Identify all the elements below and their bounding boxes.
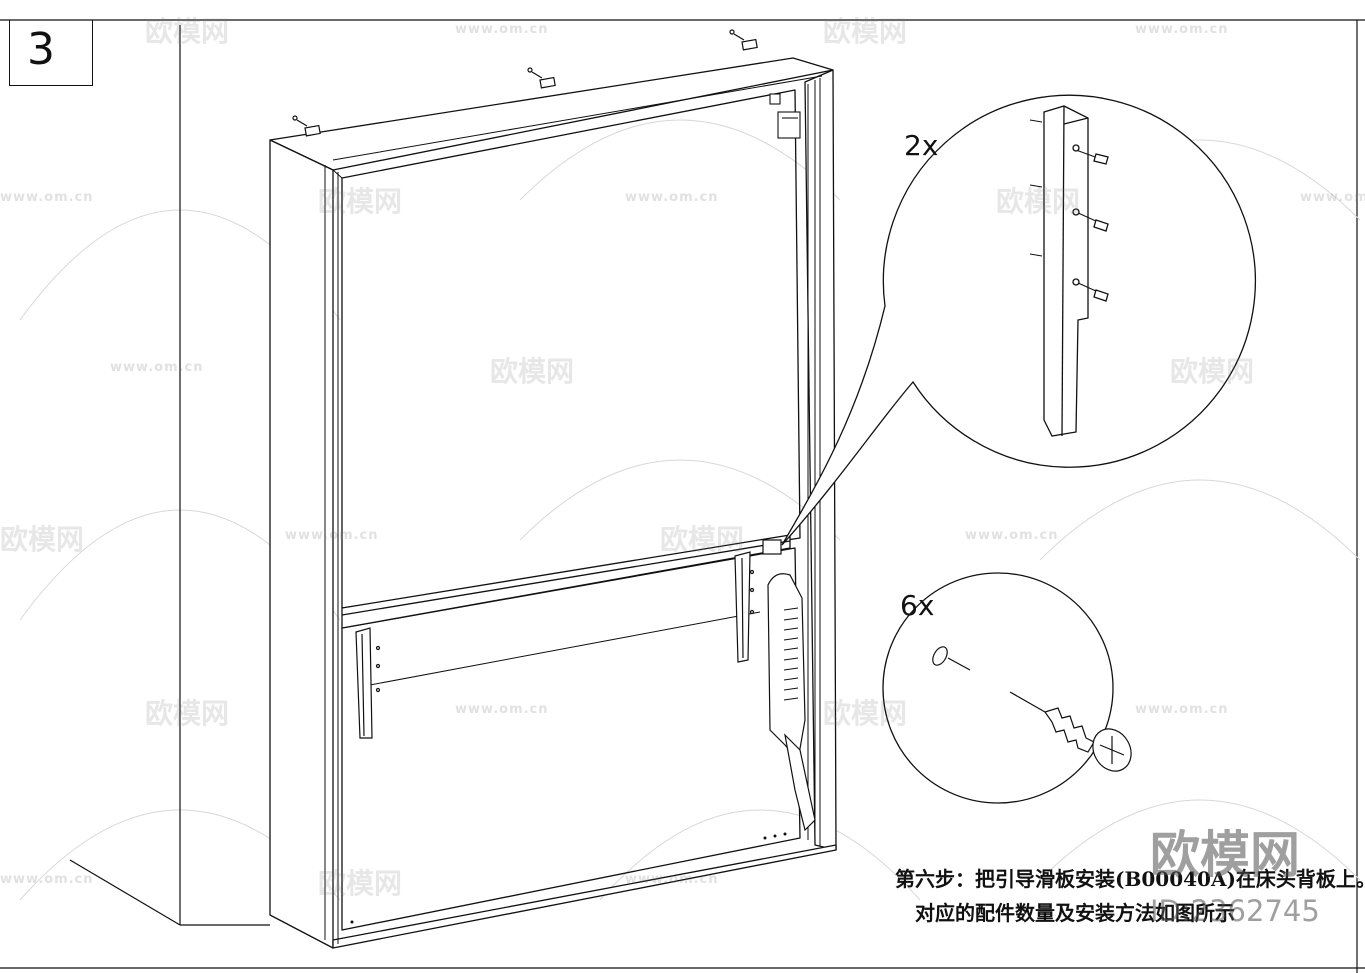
guide-slide-detail <box>1029 105 1109 437</box>
top-brackets <box>292 29 758 137</box>
lift-mechanism <box>762 539 816 832</box>
page-frame <box>0 19 1365 973</box>
frame-edges <box>324 75 823 944</box>
guide-slide-left <box>355 627 381 739</box>
center-rail <box>341 534 791 686</box>
lower-quantity-label: 6x <box>900 589 935 622</box>
step-number-box <box>9 20 93 86</box>
step-number: 3 <box>27 24 55 75</box>
instruction-line-1: 第六步：把引导滑板安装(B00040A)在床头背板上。 <box>895 867 1365 891</box>
upper-quantity-label: 2x <box>904 129 939 162</box>
instruction-line-2: 对应的配件数量及安装方法如图所示 <box>915 901 1235 925</box>
detail-circle-lower <box>882 572 1114 804</box>
top-hinge <box>769 93 801 139</box>
guide-slide-right <box>734 551 755 663</box>
wall <box>69 25 270 926</box>
detail-bubble-upper <box>781 94 1256 546</box>
screw-detail <box>932 646 1132 772</box>
cabinet-frame <box>269 57 837 949</box>
base-holes <box>350 832 787 924</box>
